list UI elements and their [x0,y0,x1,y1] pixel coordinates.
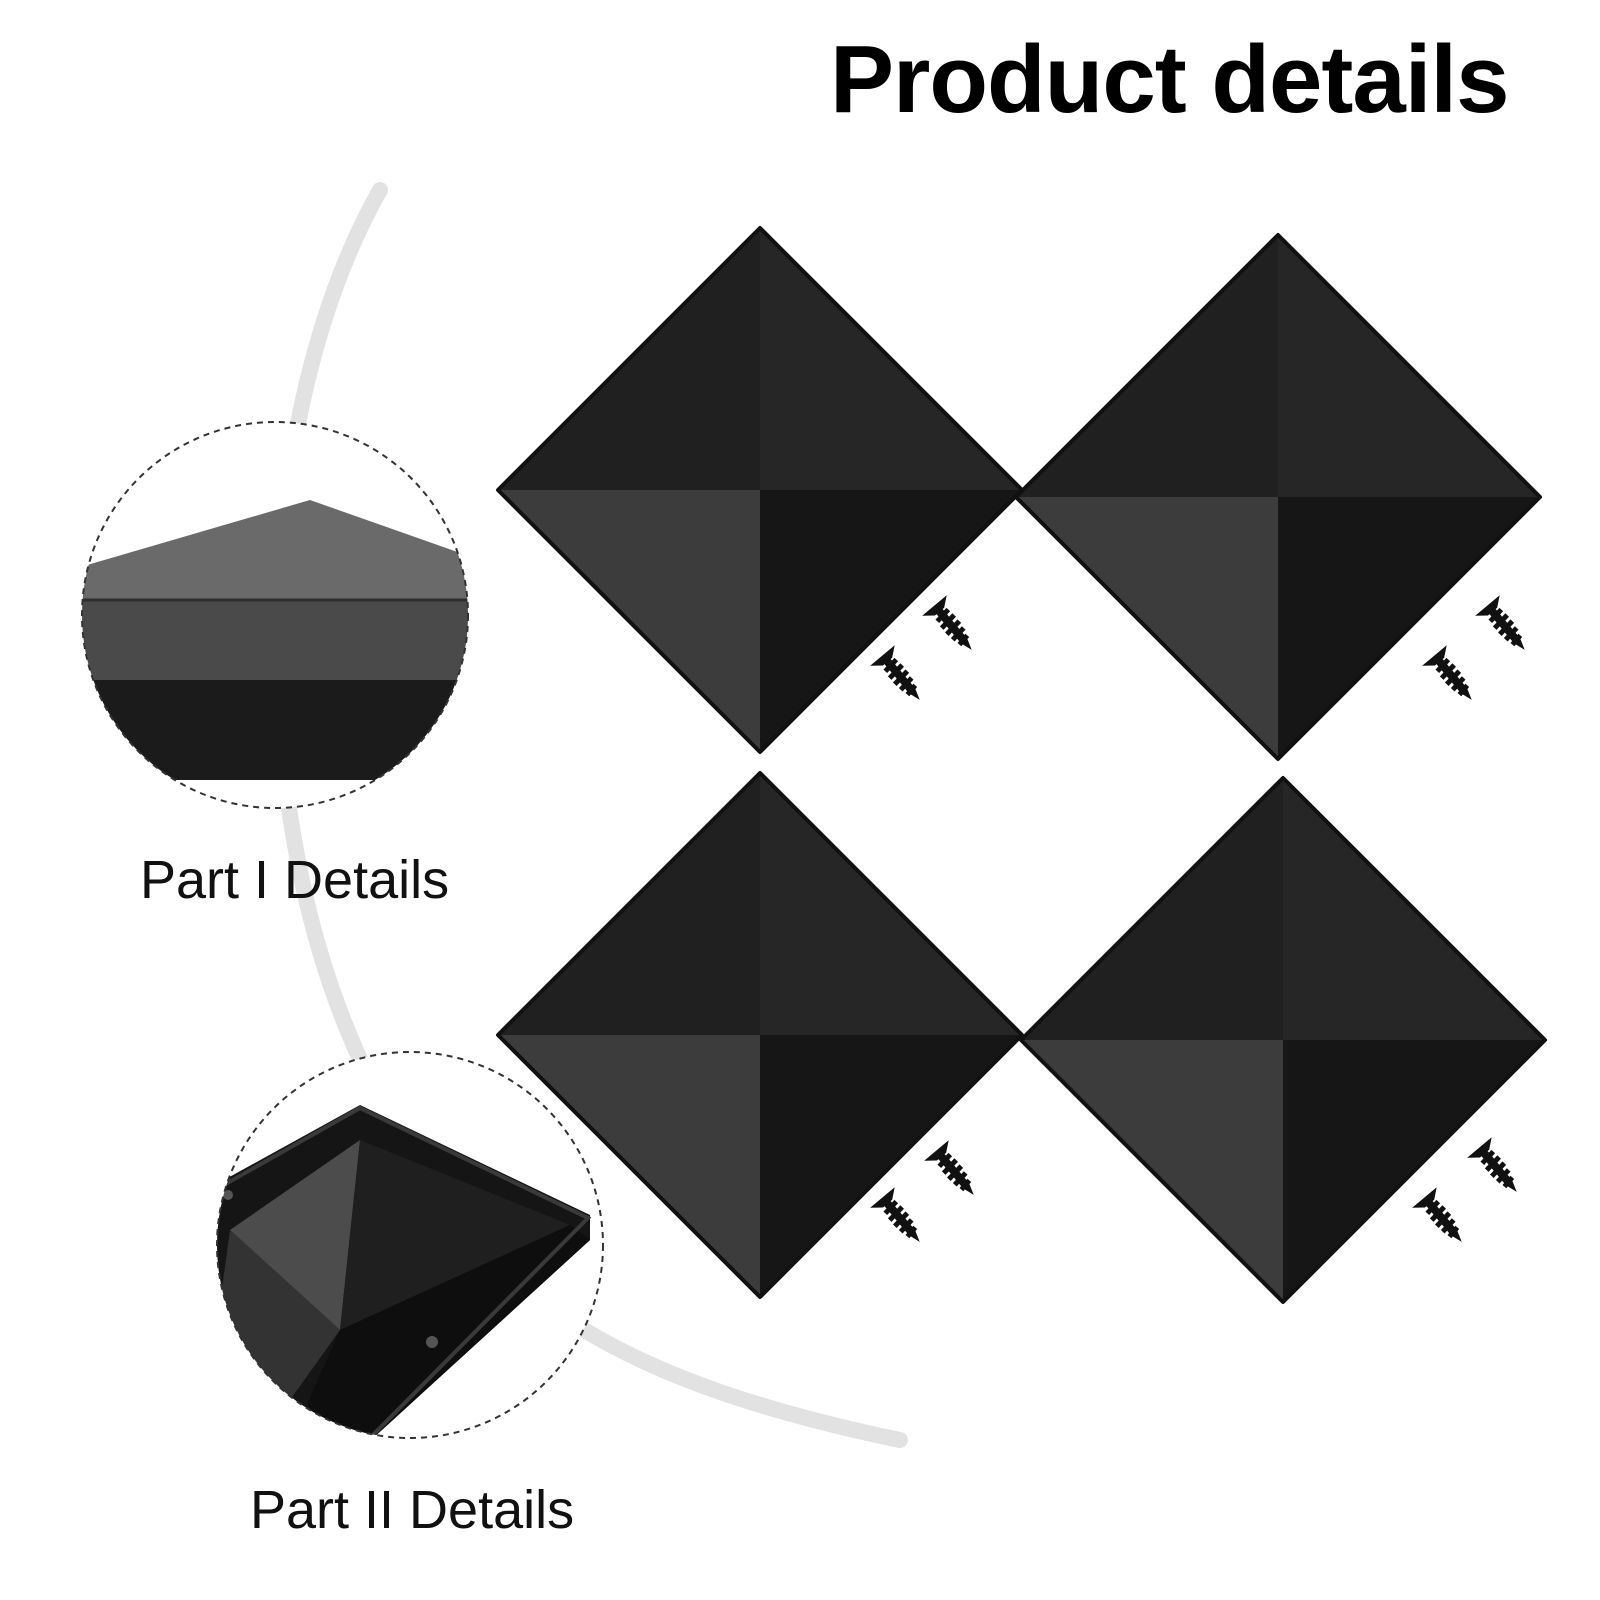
post-cap-1 [496,226,1024,754]
screw [1475,595,1537,660]
screw [870,1187,932,1252]
screw [922,595,984,660]
screw [924,1140,986,1205]
screw [1412,1187,1474,1252]
detail-circle-part-2 [216,1051,604,1439]
screw [870,645,932,710]
screw-pair-2 [1422,595,1537,710]
screw [1422,645,1484,710]
part-1-label: Part I Details [140,850,450,910]
screw [1467,1137,1529,1202]
post-cap-4 [1019,776,1547,1304]
part-2-label: Part II Details [250,1480,575,1540]
page-title: Product details [830,26,1509,133]
detail-circle-part-1 [81,421,469,809]
